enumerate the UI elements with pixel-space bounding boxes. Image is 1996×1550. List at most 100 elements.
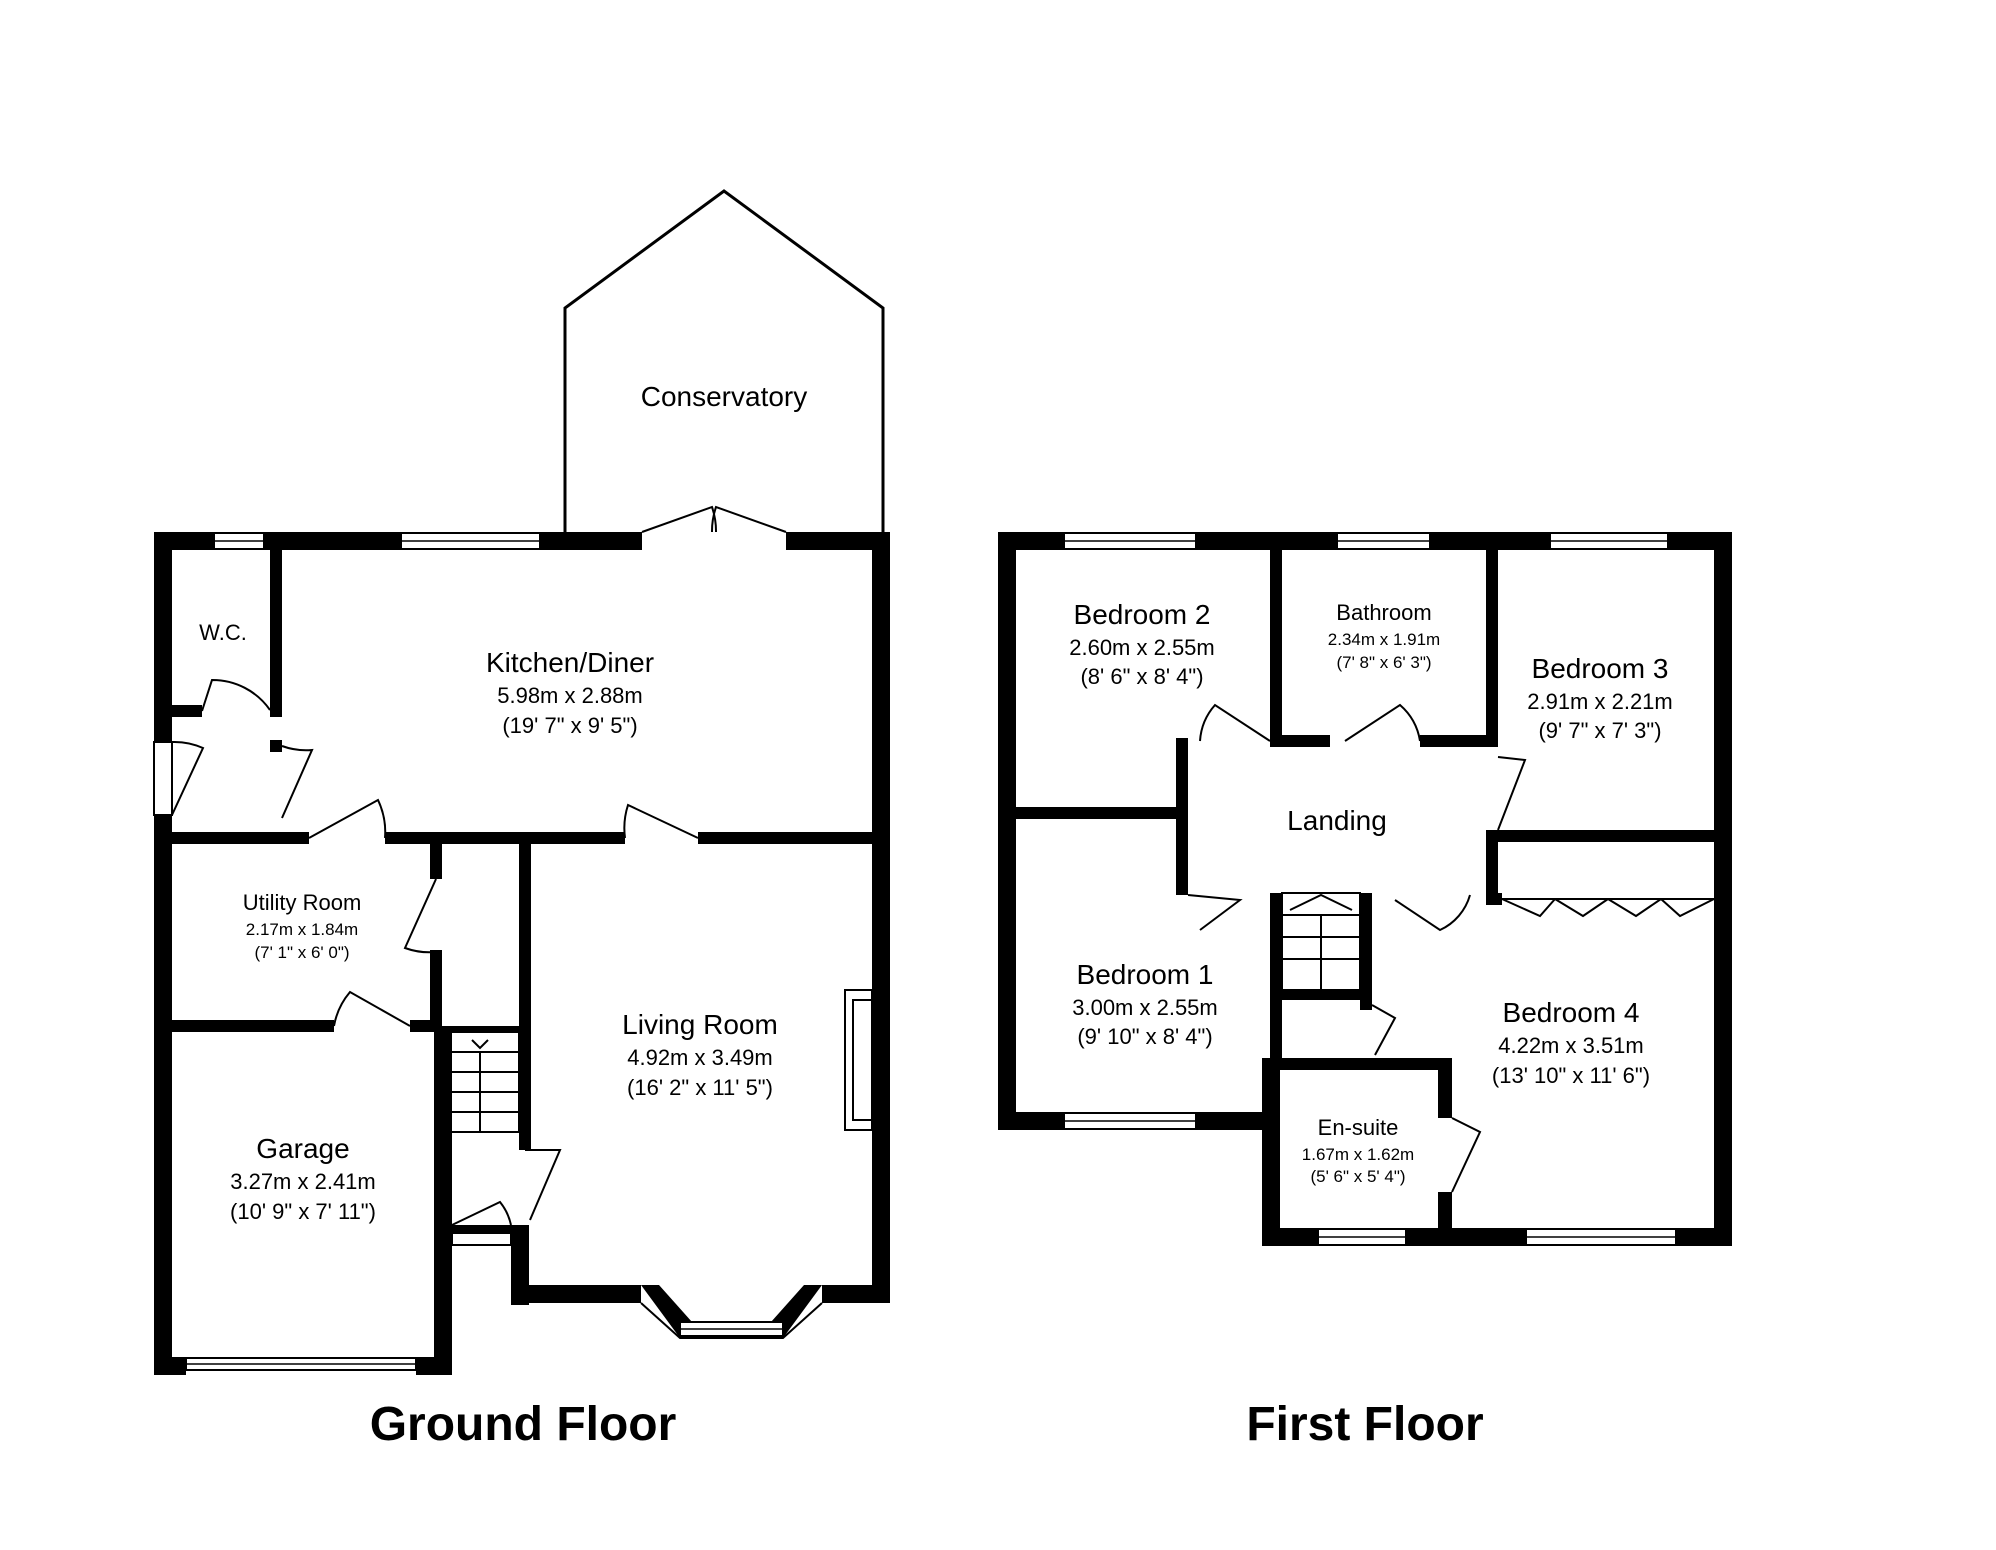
bedroom4-wall-top <box>1486 893 1502 905</box>
bedroom3-dim-imperial: (9' 7" x 7' 3") <box>1538 718 1661 743</box>
living-side-door <box>525 1149 562 1221</box>
ensuite-wall-top <box>1262 1058 1452 1070</box>
ensuite-window <box>1317 1228 1407 1246</box>
ground-wall-top-mid <box>264 532 401 550</box>
ground-wall-left-upper <box>154 532 172 742</box>
bedroom1-dim-imperial: (9' 10" x 8' 4") <box>1077 1024 1212 1049</box>
kitchen-window <box>400 532 541 550</box>
conservatory-door-left <box>641 505 718 533</box>
bedroom4-door <box>1394 894 1471 932</box>
bathroom-wall-bottom-left <box>1270 735 1330 747</box>
garage-dim-imperial: (10' 9" x 7' 11") <box>230 1199 376 1224</box>
front-door-swing <box>451 1200 512 1226</box>
garage-dim-metric: 3.27m x 2.41m <box>230 1169 376 1194</box>
first-wall-top-mid2 <box>1430 532 1550 550</box>
ground-wall-hall-bottom <box>434 1225 519 1233</box>
bay-window-sides <box>640 1302 823 1339</box>
wc-wall-right <box>270 550 282 705</box>
ground-wall-top-mid2 <box>540 532 642 550</box>
bedroom1-door <box>1187 894 1243 931</box>
bedroom2-window <box>1063 532 1197 550</box>
first-floor-plan: Bedroom 2 2.60m x 2.55m (8' 6" x 8' 4") … <box>998 532 1732 1451</box>
bathroom-door <box>1344 703 1421 742</box>
cupboard-wall-small <box>1360 1000 1372 1010</box>
bedroom2-wall-bottom <box>1016 807 1188 819</box>
garage-wall-top-left <box>172 1020 334 1032</box>
ensuite-dim-imperial: (5' 6" x 5' 4") <box>1310 1167 1405 1186</box>
bay-window-centre <box>679 1321 784 1337</box>
first-stairs <box>1281 892 1361 991</box>
ground-wall-bottom-garage-left <box>154 1357 186 1375</box>
first-wall-bottom-ensuite-left <box>1262 1228 1318 1246</box>
landing-label: Landing <box>1287 805 1387 836</box>
first-wall-bottom-left2 <box>1196 1112 1280 1130</box>
first-wall-left <box>998 532 1016 1130</box>
stairs-wall-left <box>1270 893 1282 1068</box>
bedroom2-door <box>1199 703 1271 742</box>
bathroom-dim-metric: 2.34m x 1.91m <box>1328 630 1440 649</box>
bedroom3-label: Bedroom 3 <box>1532 653 1669 684</box>
ensuite-wall-right-bottom <box>1438 1192 1452 1246</box>
conservatory-outline <box>563 189 885 533</box>
ensuite-wall-right-top <box>1438 1058 1452 1118</box>
bedroom2-dim-imperial: (8' 6" x 8' 4") <box>1080 664 1203 689</box>
bathroom-window <box>1336 532 1431 550</box>
ground-stairs <box>441 1031 520 1133</box>
landing-wall-left-upper <box>1176 738 1188 895</box>
cupboard-door <box>1371 1004 1397 1056</box>
utility-side-door <box>403 878 437 954</box>
first-wall-bottom-left1 <box>998 1112 1064 1130</box>
bedroom4-window <box>1525 1228 1677 1246</box>
kitchen-wall-bottom-mid <box>385 832 625 844</box>
bathroom-wall-left <box>1270 550 1282 745</box>
garage-door <box>185 1357 417 1371</box>
utility-dim-metric: 2.17m x 1.84m <box>246 920 358 939</box>
landing-wall-right <box>1486 830 1498 895</box>
ground-wall-living-bottom-right <box>822 1285 890 1303</box>
bedroom2-label: Bedroom 2 <box>1074 599 1211 630</box>
living-dim-imperial: (16' 2" x 11' 5") <box>627 1075 773 1100</box>
bathroom-label: Bathroom <box>1336 600 1431 625</box>
kitchen-wall-bottom-right <box>698 832 890 844</box>
first-wall-bottom-mid <box>1406 1228 1526 1246</box>
wardrobe <box>1501 898 1715 918</box>
ensuite-dim-metric: 1.67m x 1.62m <box>1302 1145 1414 1164</box>
bedroom1-dim-metric: 3.00m x 2.55m <box>1072 995 1218 1020</box>
ground-floor-title: Ground Floor <box>370 1398 677 1451</box>
conservatory-label: Conservatory <box>641 381 808 412</box>
bedroom4-dim-metric: 4.22m x 3.51m <box>1498 1033 1644 1058</box>
stairs-wall-top <box>434 1026 531 1032</box>
kitchen-dim-metric: 5.98m x 2.88m <box>497 683 643 708</box>
hall-wall-right-small <box>270 740 282 752</box>
fireplace <box>844 989 873 1131</box>
wc-wall-bottom <box>172 705 202 717</box>
bedroom3-door <box>1497 756 1527 831</box>
hall-door-kitchen <box>281 745 314 819</box>
bedroom1-label: Bedroom 1 <box>1077 959 1214 990</box>
first-wall-top-mid <box>1196 532 1337 550</box>
stairs-wall-right <box>1360 893 1372 998</box>
utility-label: Utility Room <box>243 890 362 915</box>
ground-wall-right <box>872 532 890 1302</box>
utility-wall-right-top <box>430 844 442 879</box>
first-wall-ensuite-left <box>1262 1065 1280 1246</box>
bathroom-dim-imperial: (7' 8" x 6' 3") <box>1336 653 1431 672</box>
wc-window <box>213 532 265 550</box>
bedroom3-dim-metric: 2.91m x 2.21m <box>1527 689 1673 714</box>
ensuite-label: En-suite <box>1318 1115 1399 1140</box>
ground-floor-plan: Conservatory W.C. Kitchen/Diner 5.98m x … <box>153 189 890 1451</box>
first-floor-title: First Floor <box>1246 1398 1483 1451</box>
utility-dim-imperial: (7' 1" x 6' 0") <box>254 943 349 962</box>
front-door-panel <box>451 1232 512 1246</box>
bedroom4-label: Bedroom 4 <box>1503 997 1640 1028</box>
living-label: Living Room <box>622 1009 778 1040</box>
kitchen-dim-imperial: (19' 7" x 9' 5") <box>502 713 637 738</box>
kitchen-wall-bottom-left <box>154 832 309 844</box>
bedroom1-window <box>1063 1112 1197 1130</box>
garage-door-int <box>333 990 411 1027</box>
hall-door-left <box>171 740 205 816</box>
kitchen-label: Kitchen/Diner <box>486 647 654 678</box>
living-dim-metric: 4.92m x 3.49m <box>627 1045 773 1070</box>
living-door <box>623 803 699 839</box>
